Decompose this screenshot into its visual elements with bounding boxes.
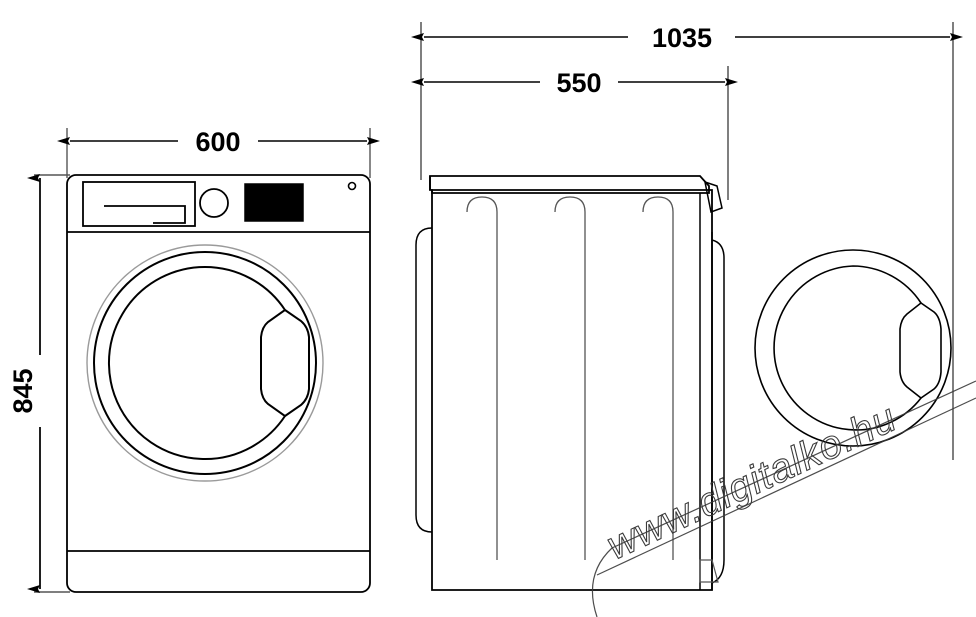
watermark-slash-lower	[591, 380, 976, 617]
door-inner-ring	[93, 251, 317, 475]
door-glass	[107, 265, 287, 460]
rib-line-2	[554, 196, 586, 560]
open-door-inner	[773, 265, 923, 431]
indicator-led	[347, 181, 357, 191]
side-access-panel	[415, 227, 433, 533]
open-door-edge	[711, 239, 725, 584]
dim-label-height: 845	[8, 368, 38, 413]
open-door-outer	[754, 249, 952, 447]
door-hinge-tab	[704, 180, 723, 214]
open-door-handle	[920, 302, 942, 399]
front-view	[66, 174, 371, 593]
program-knob	[199, 188, 229, 218]
front-dimensions: 600 845	[8, 127, 380, 593]
rib-line-1	[466, 196, 498, 560]
watermark-slash-upper	[596, 397, 976, 576]
door-outer-ring	[86, 244, 324, 482]
door-handle	[284, 309, 310, 417]
side-base-foot	[699, 559, 719, 583]
detergent-drawer	[82, 181, 196, 227]
side-dimensions: 1035 550	[411, 22, 963, 460]
cabinet-body	[66, 174, 371, 593]
rib-line-3	[642, 196, 674, 560]
dim-label-depth-open: 1035	[652, 23, 712, 53]
detergent-drawer-handle	[104, 205, 186, 224]
dim-label-depth: 550	[556, 68, 601, 98]
side-view	[415, 175, 952, 591]
dim-label-width: 600	[195, 127, 240, 157]
dim-label-height-backing	[20, 355, 58, 427]
display-screen	[244, 183, 304, 222]
